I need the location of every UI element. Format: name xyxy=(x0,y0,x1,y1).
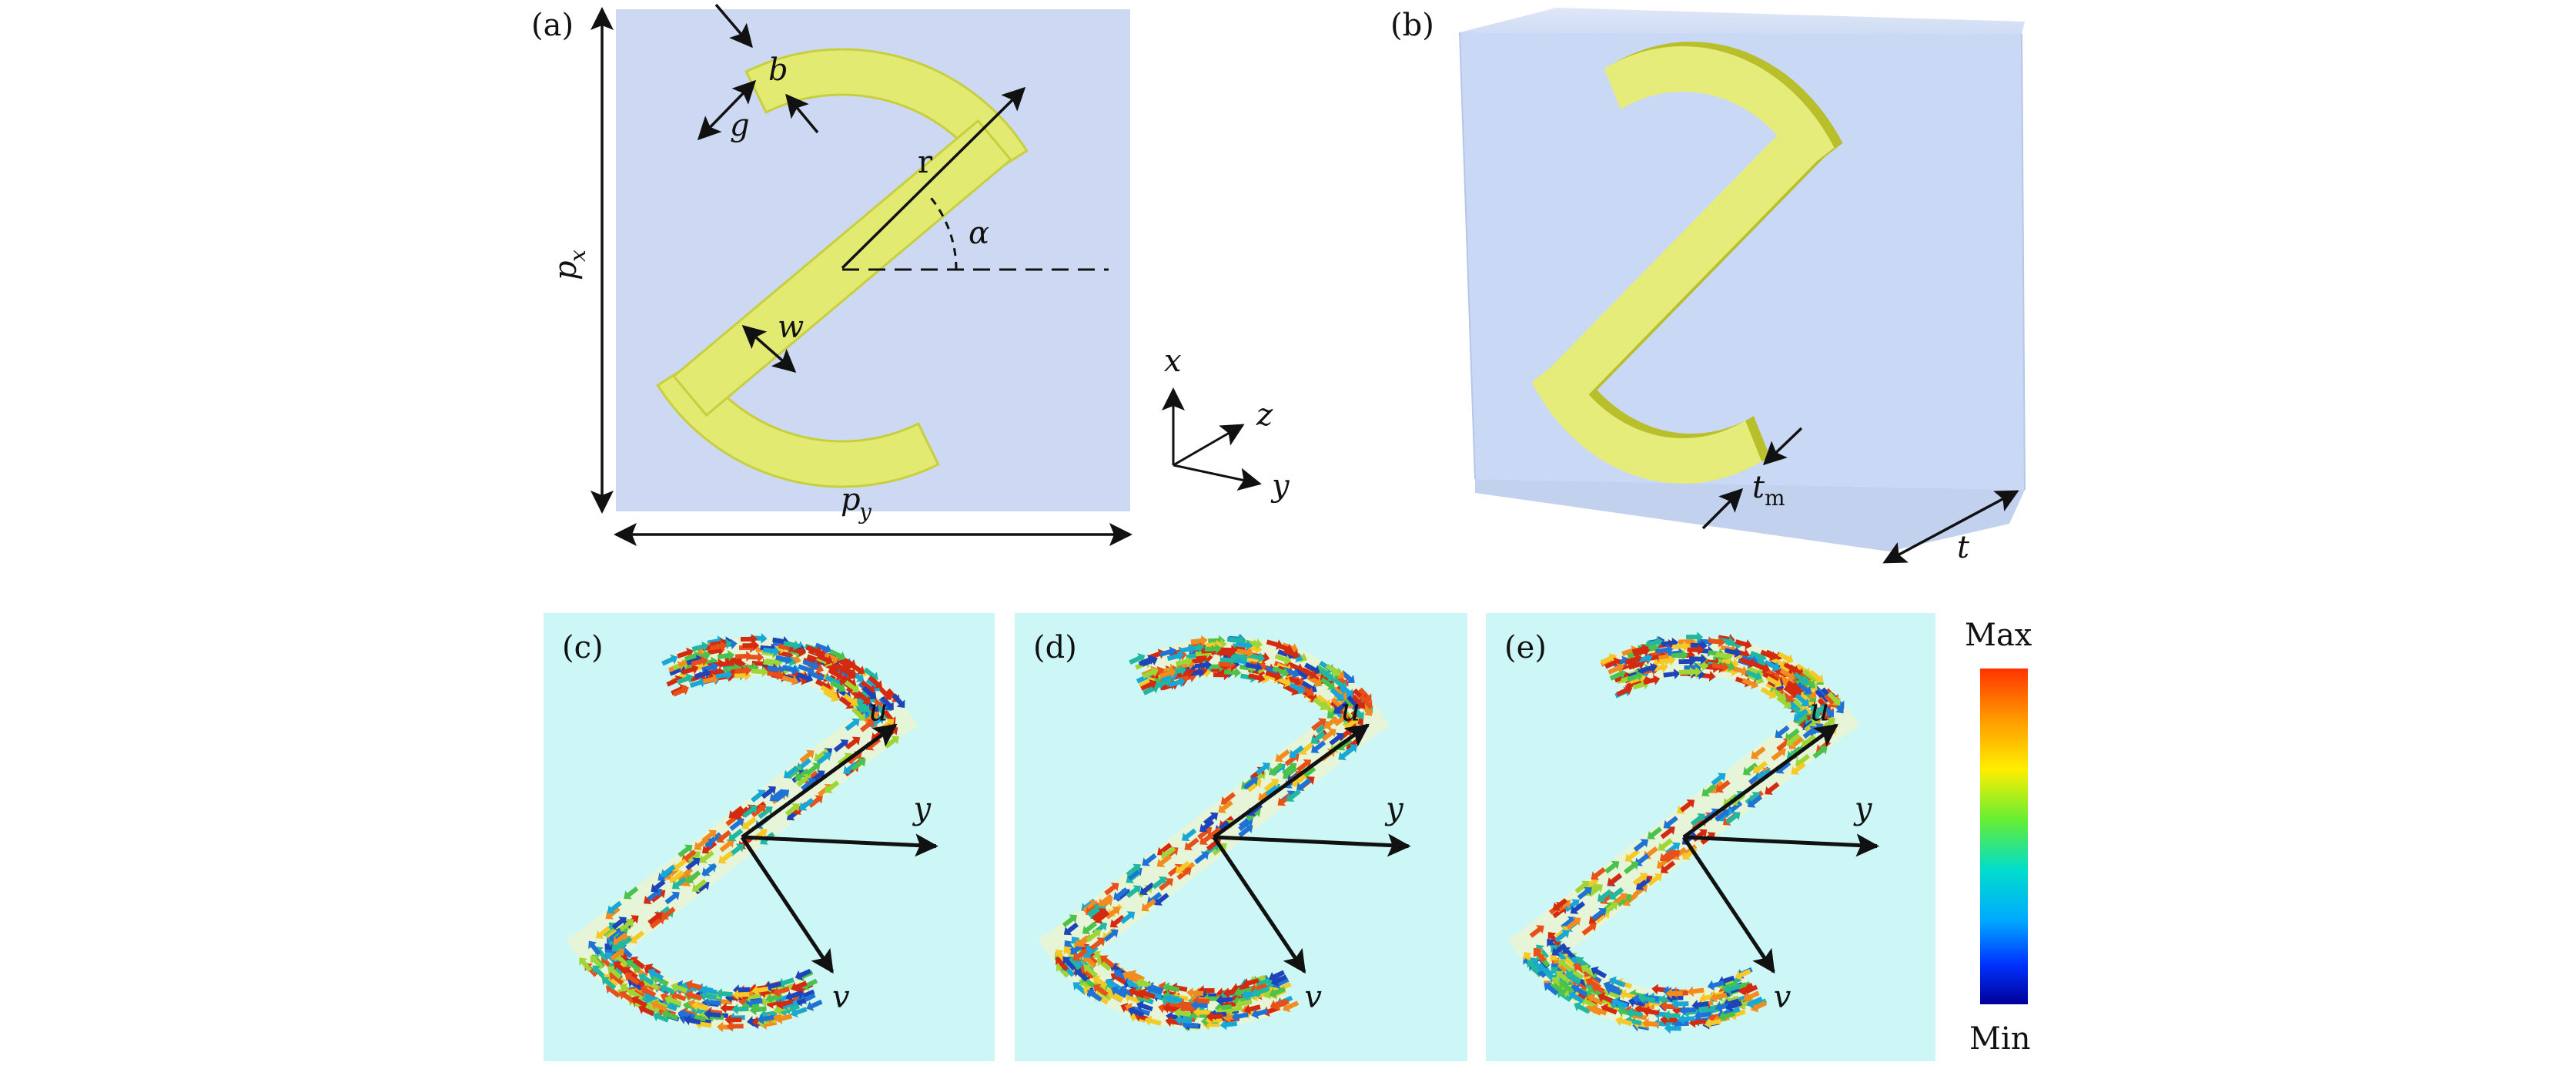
axis-y-label: y xyxy=(1270,468,1290,504)
svg-text:y: y xyxy=(858,499,872,524)
label-y: y xyxy=(1853,792,1873,827)
ring-arc-lower xyxy=(656,359,940,488)
label-v: v xyxy=(832,980,850,1015)
y-vector xyxy=(1683,833,1880,857)
current-arrows xyxy=(579,632,905,1033)
axis-z-label: z xyxy=(1256,397,1273,433)
current-arrows xyxy=(1523,632,1845,1034)
label-y: y xyxy=(1384,792,1404,827)
colorbar-min-label: Min xyxy=(1969,1021,2031,1057)
label-v: v xyxy=(1304,980,1322,1015)
colorbar-max-label: Max xyxy=(1965,618,2032,653)
label-b: b xyxy=(768,52,788,88)
label-tm: t m xyxy=(1752,470,1785,511)
label-alpha: α xyxy=(969,216,989,251)
label-px: p x xyxy=(548,250,590,280)
label-t: t xyxy=(1957,530,1970,565)
svg-text:p: p xyxy=(548,260,584,280)
panel-e-tag: (e) xyxy=(1504,630,1547,665)
split-ring-3d xyxy=(1531,42,1843,484)
field-panels: u y v (c) u y v (d) u y v (e) xyxy=(544,613,1935,1061)
label-u: u xyxy=(1340,693,1360,729)
v-vector xyxy=(1212,836,1306,974)
panel-e: u y v (e) xyxy=(1486,613,1935,1061)
panel-b-tag: (b) xyxy=(1390,8,1434,43)
panel-c: u y v (c) xyxy=(544,613,995,1061)
label-v: v xyxy=(1774,980,1791,1015)
label-w: w xyxy=(778,310,804,345)
panel-a-tag: (a) xyxy=(531,8,574,43)
label-u: u xyxy=(868,693,888,729)
svg-text:x: x xyxy=(565,250,590,262)
colorbar-gradient xyxy=(1980,669,2028,1004)
v-vector xyxy=(1681,836,1775,974)
axis-x-label: x xyxy=(1164,343,1182,379)
y-vector xyxy=(741,833,938,857)
svg-text:p: p xyxy=(841,482,861,518)
panel-d-tag: (d) xyxy=(1033,630,1077,665)
label-y: y xyxy=(912,792,932,827)
label-py: p y xyxy=(841,482,872,524)
u-vector xyxy=(741,723,898,839)
cube-bottom-face xyxy=(1475,479,2025,551)
u-vector xyxy=(1682,723,1838,839)
label-g: g xyxy=(730,108,750,143)
panel-d: u y v (d) xyxy=(1015,613,1467,1061)
coordinate-axes: x y z xyxy=(1162,343,1290,504)
label-r: r xyxy=(918,145,933,180)
svg-text:t: t xyxy=(1752,470,1765,505)
cube-top-face xyxy=(1460,8,2025,34)
colorbar: Max Min xyxy=(1965,618,2032,1057)
svg-text:m: m xyxy=(1765,485,1785,511)
y-vector xyxy=(1213,833,1411,857)
current-arrows xyxy=(1055,633,1373,1032)
ring-arc-upper xyxy=(744,48,1029,177)
panel-a: (a) b g r α w p x p y xyxy=(531,3,1132,546)
panel-b: (b) t m t xyxy=(1390,8,2026,565)
u-vector xyxy=(1213,723,1370,839)
v-vector xyxy=(740,836,835,974)
label-u: u xyxy=(1809,693,1829,729)
panel-c-tag: (c) xyxy=(562,630,604,665)
